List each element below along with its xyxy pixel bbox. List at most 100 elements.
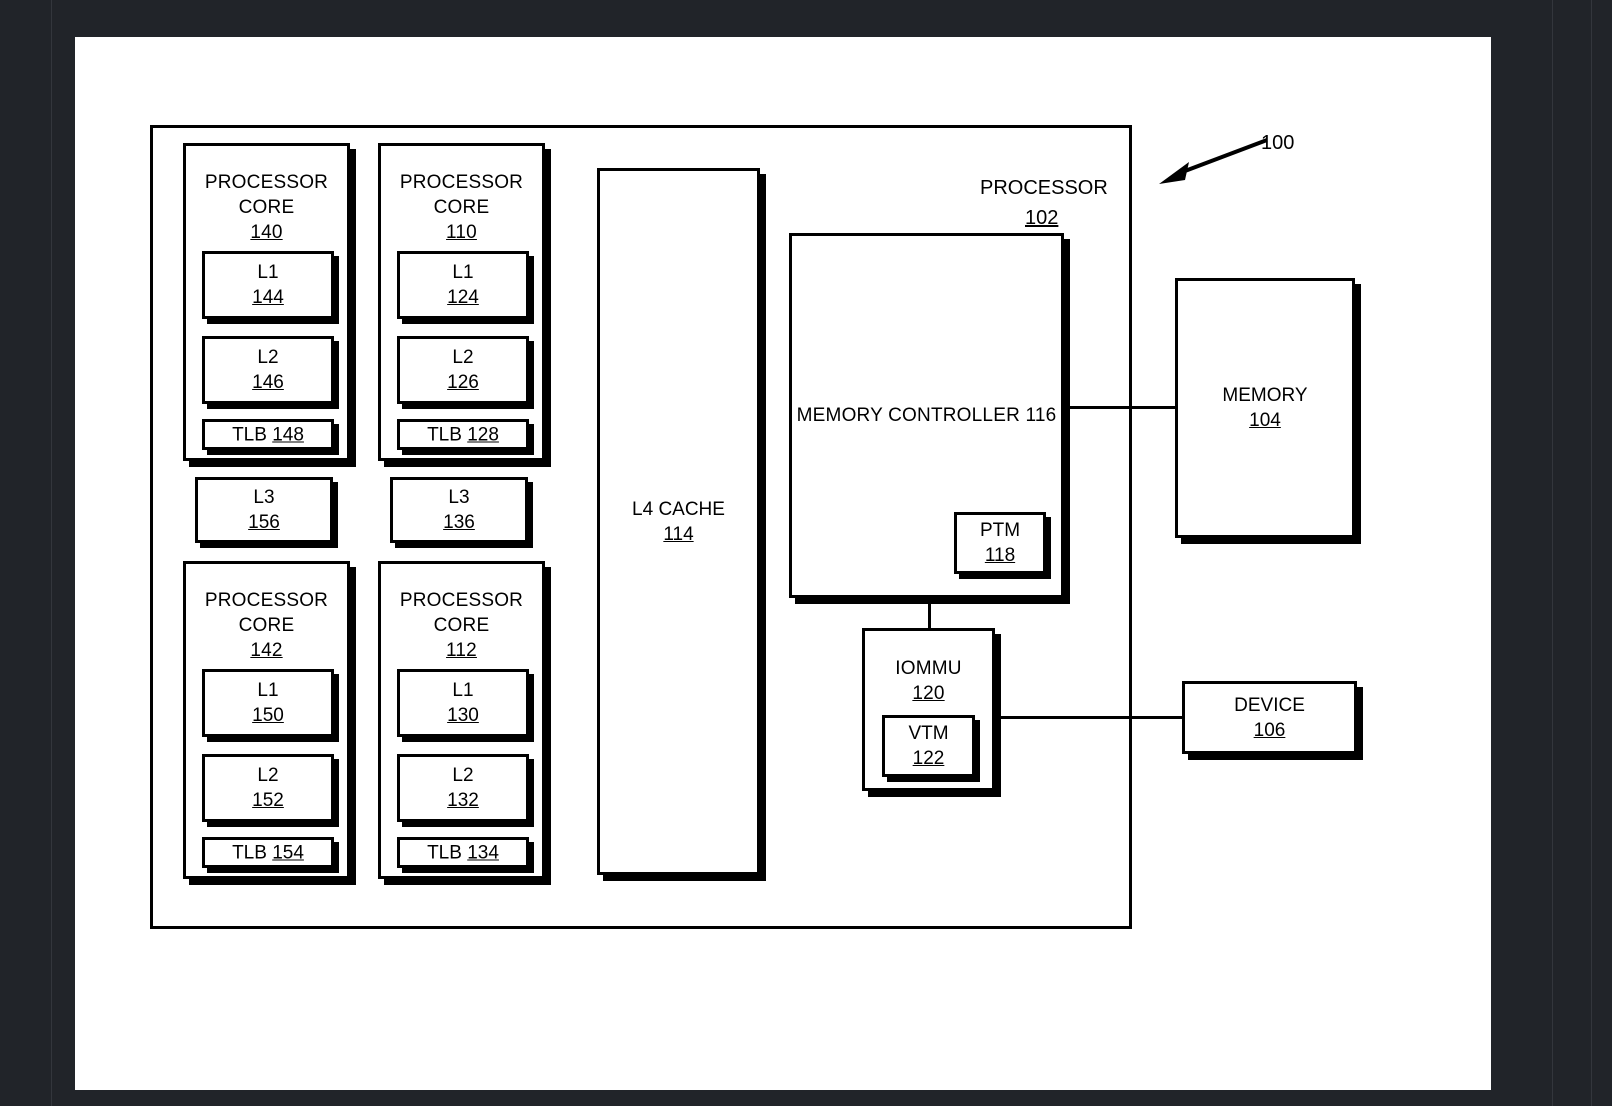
l3-136-text: L3 136 [393,485,525,535]
core-110-title-line2: CORE [433,197,490,218]
memory-controller-label: MEMORY CONTROLLER 116 [796,405,1057,426]
processor-core-110: PROCESSOR CORE 110 L1 124 L2 126 TLB 128 [378,143,545,461]
core-140-l2-label: L2 [257,347,279,368]
core-140-l2-cache: L2 146 [202,336,334,404]
memory-number: 104 [1249,410,1281,431]
l3-156-number: 156 [248,512,280,533]
reference-numeral-100: 100 [1261,132,1295,154]
core-110-l2-text: L2 126 [400,345,526,395]
core-142-tlb-label: TLB [232,842,267,863]
core-110-tlb-label: TLB [427,424,462,445]
memory-controller: MEMORY CONTROLLER 116 PTM 118 [789,233,1064,598]
core-112-number: 112 [446,640,477,661]
core-110-l2-number: 126 [447,372,479,393]
core-110-tlb-number: 128 [467,424,499,445]
core-112-title-line2: CORE [433,615,490,636]
core-142-tlb-number: 154 [272,842,304,863]
ptm-label: PTM [979,520,1021,541]
core-110-tlb-text: TLB 128 [400,422,526,447]
core-110-l1-label: L1 [452,262,474,283]
l4-cache-label: L4 CACHE [632,498,725,520]
l3-cache-136: L3 136 [390,477,528,543]
core-140-title-line1: PROCESSOR [204,172,329,193]
processor-core-142: PROCESSOR CORE 142 L1 150 L2 152 TLB 154 [183,561,350,879]
mc-to-memory-connector [1064,406,1177,409]
core-142-l2-cache: L2 152 [202,754,334,822]
processor-core-140: PROCESSOR CORE 140 L1 144 L2 146 TLB 148 [183,143,350,461]
reference-arrow-icon [1159,138,1268,184]
core-110-l2-label: L2 [452,347,474,368]
ptm-block: PTM 118 [954,512,1046,574]
core-142-l1-label: L1 [257,680,279,701]
core-140-l1-text: L1 144 [205,260,331,310]
core-112-tlb-number: 134 [467,842,499,863]
core-110-l1-text: L1 124 [400,260,526,310]
device-label: DEVICE [1234,694,1305,716]
core-142-l1-cache: L1 150 [202,669,334,737]
iommu-block: IOMMU 120 VTM 122 [862,628,995,791]
iommu-label: IOMMU [895,658,962,679]
scrollbar-rail-outer[interactable] [1591,0,1592,1106]
core-142-number: 142 [250,640,283,661]
core-142-l1-text: L1 150 [205,678,331,728]
core-142-title-line2: CORE [238,615,295,636]
vtm-label: VTM [908,723,949,744]
core-112-l1-label: L1 [452,680,474,701]
core-112-l2-text: L2 132 [400,763,526,813]
vtm-text: VTM 122 [885,721,972,771]
core-142-title-line1: PROCESSOR [204,590,329,611]
core-140-tlb-text: TLB 148 [205,422,331,447]
device-block: DEVICE 106 [1182,681,1357,754]
core-140-l2-number: 146 [252,372,284,393]
core-110-l1-number: 124 [447,287,479,308]
core-142-tlb-text: TLB 154 [205,840,331,865]
core-110-l1-cache: L1 124 [397,251,529,319]
iommu-number: 120 [912,683,945,704]
l3-136-label: L3 [448,487,470,508]
core-112-l1-text: L1 130 [400,678,526,728]
core-142-l2-text: L2 152 [205,763,331,813]
scrollbar-rail-inner[interactable] [1552,0,1553,1106]
core-142-l2-label: L2 [257,765,279,786]
processor-number: 102 [1025,207,1059,229]
l3-156-label: L3 [253,487,275,508]
core-140-l1-label: L1 [257,262,279,283]
core-140-l1-cache: L1 144 [202,251,334,319]
memory-block: MEMORY 104 [1175,278,1355,538]
left-rail-divider [51,0,52,1106]
ptm-text: PTM 118 [957,518,1043,568]
l3-136-number: 136 [443,512,475,533]
core-142-l1-number: 150 [252,705,284,726]
processor-title: PROCESSOR [980,177,1108,199]
patent-figure-page: PROCESSOR 102 100 PROCESSOR CORE 140 L1 … [75,37,1491,1090]
core-140-number: 140 [250,222,283,243]
core-140-tlb: TLB 148 [202,419,334,450]
core-140-title-line2: CORE [238,197,295,218]
core-112-l1-cache: L1 130 [397,669,529,737]
device-text: DEVICE 106 [1185,693,1354,743]
memory-text: MEMORY 104 [1178,383,1352,433]
memory-label: MEMORY [1222,385,1308,406]
core-110-tlb: TLB 128 [397,419,529,450]
core-112-tlb-text: TLB 134 [400,840,526,865]
l3-156-text: L3 156 [198,485,330,535]
core-112-tlb-label: TLB [427,842,462,863]
core-140-l2-text: L2 146 [205,345,331,395]
core-112-title-line1: PROCESSOR [399,590,524,611]
core-112-l2-cache: L2 132 [397,754,529,822]
core-140-tlb-label: TLB [232,424,267,445]
l4-cache-number: 114 [663,523,694,545]
core-110-number: 110 [446,222,477,243]
processor-core-112: PROCESSOR CORE 112 L1 130 L2 132 TLB 134 [378,561,545,879]
core-110-l2-cache: L2 126 [397,336,529,404]
vtm-number: 122 [912,748,945,769]
iommu-to-device-connector [995,716,1184,719]
core-142-l2-number: 152 [252,790,284,811]
core-110-title-line1: PROCESSOR [399,172,524,193]
core-112-l2-label: L2 [452,765,474,786]
device-number: 106 [1253,719,1286,741]
l3-cache-156: L3 156 [195,477,333,543]
l4-cache-text: L4 CACHE 114 [600,497,757,547]
core-140-tlb-number: 148 [272,424,304,445]
